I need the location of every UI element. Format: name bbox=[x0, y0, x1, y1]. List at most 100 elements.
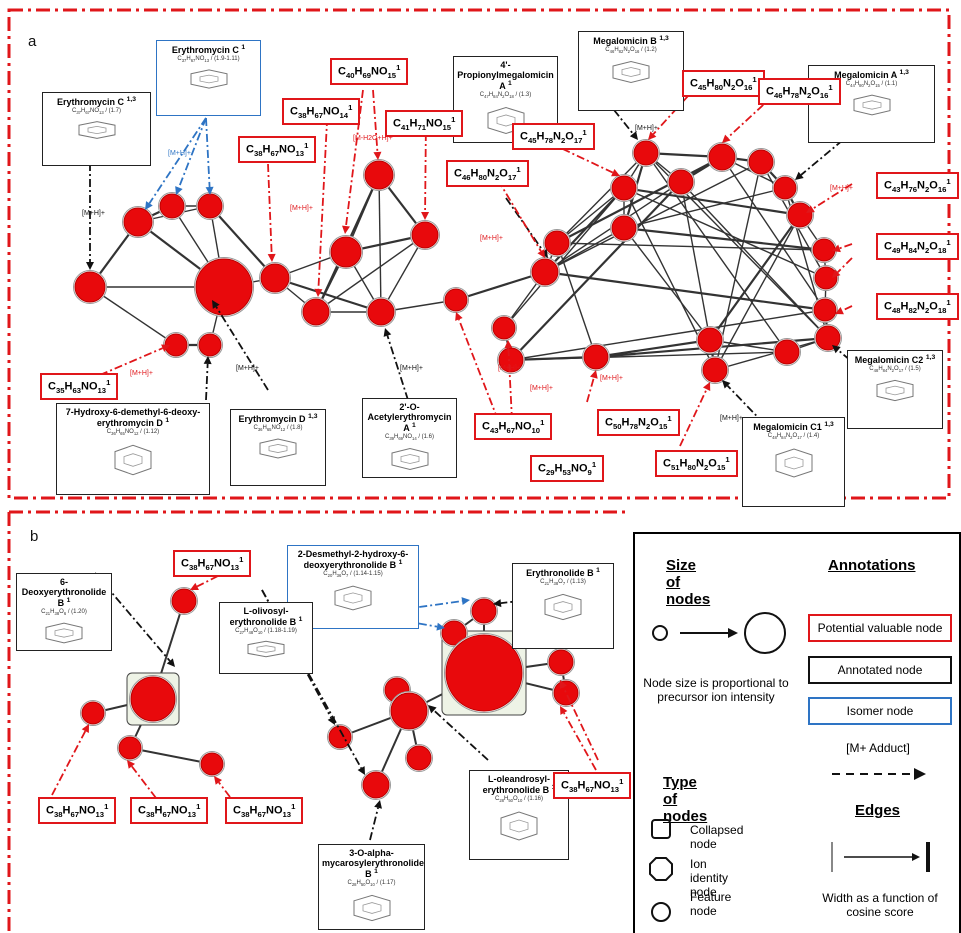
formula-box-f8[interactable]: C46H80N2O171 bbox=[446, 160, 529, 187]
formula-box-f12[interactable]: C35H63NO131 bbox=[40, 373, 119, 400]
legend-ion-identity-node: Ion identity node bbox=[690, 857, 729, 899]
feature-node[interactable] bbox=[611, 215, 637, 241]
feature-node[interactable] bbox=[159, 193, 185, 219]
feature-node[interactable] bbox=[200, 752, 224, 776]
feature-node[interactable] bbox=[390, 692, 428, 730]
compound-formula: C27H48O10 / (1.18-1.19) bbox=[235, 628, 297, 636]
feature-node[interactable] bbox=[748, 149, 774, 175]
feature-node[interactable] bbox=[260, 263, 290, 293]
feature-node[interactable] bbox=[195, 258, 253, 316]
feature-node[interactable] bbox=[812, 238, 836, 262]
formula-box-g2[interactable]: C38H67NO131 bbox=[38, 797, 117, 824]
feature-node[interactable] bbox=[171, 588, 197, 614]
feature-node[interactable] bbox=[130, 676, 176, 722]
feature-node[interactable] bbox=[362, 771, 390, 799]
feature-node[interactable] bbox=[328, 725, 352, 749]
feature-node[interactable] bbox=[302, 298, 330, 326]
formula-box-g4[interactable]: C38H67NO131 bbox=[225, 797, 304, 824]
compound-box-hydroxy[interactable]: 7-Hydroxy-6-demethyl-6-deoxy-erythromyci… bbox=[56, 403, 210, 495]
feature-node[interactable] bbox=[123, 207, 153, 237]
compound-name: Megalomicin B 1,3 bbox=[593, 35, 669, 46]
formula-box-f15[interactable]: C50H78N2O151 bbox=[597, 409, 680, 436]
adduct-label: [M+H]+ bbox=[130, 370, 153, 377]
formula-box-f9[interactable]: C43H76N2O161 bbox=[876, 172, 959, 199]
feature-node[interactable] bbox=[198, 333, 222, 357]
feature-node[interactable] bbox=[444, 288, 468, 312]
formula-box-f13[interactable]: C43H67NO101 bbox=[474, 413, 553, 440]
formula-box-f5[interactable]: C45H80N2O161 bbox=[682, 70, 765, 97]
formula-box-f11[interactable]: C48H82N2O181 bbox=[876, 293, 959, 320]
feature-node[interactable] bbox=[74, 271, 106, 303]
formula-box-g3[interactable]: C38H67NO131 bbox=[130, 797, 209, 824]
compound-box-oleandrosyl[interactable]: L-oleandrosyl-erythronolide B 1C28H50O10… bbox=[469, 770, 569, 860]
formula-box-f1[interactable]: C40H69NO151 bbox=[330, 58, 409, 85]
feature-node[interactable] bbox=[548, 649, 574, 675]
feature-node[interactable] bbox=[773, 176, 797, 200]
feature-node[interactable] bbox=[611, 175, 637, 201]
compound-name: 6-Deoxyerythronolide B 1 bbox=[21, 577, 107, 608]
feature-node[interactable] bbox=[492, 316, 516, 340]
feature-node[interactable] bbox=[441, 620, 467, 646]
adduct-arrow bbox=[369, 807, 379, 841]
formula-box-f16[interactable]: C51H80N2O151 bbox=[655, 450, 738, 477]
adduct-arrow-head bbox=[214, 776, 223, 785]
feature-node[interactable] bbox=[330, 236, 362, 268]
feature-node[interactable] bbox=[531, 258, 559, 286]
feature-node[interactable] bbox=[367, 298, 395, 326]
compound-formula: C20H36O7 / (1.14-1.15) bbox=[323, 571, 383, 579]
feature-node[interactable] bbox=[814, 266, 838, 290]
legend-edges-title: Edges bbox=[855, 802, 901, 819]
formula-box-f10[interactable]: C49H84N2O181 bbox=[876, 233, 959, 260]
feature-node[interactable] bbox=[702, 357, 728, 383]
formula-box-g1[interactable]: C38H67NO131 bbox=[173, 550, 252, 577]
formula-box-g5[interactable]: C38H67NO131 bbox=[553, 772, 632, 799]
feature-node[interactable] bbox=[774, 339, 800, 365]
compound-box-desmethyl[interactable]: 2-Desmethyl-2-hydroxy-6-deoxyerythronoli… bbox=[287, 545, 419, 629]
adduct-arrow-head bbox=[267, 253, 276, 262]
isomer-arrow-head bbox=[461, 597, 470, 606]
feature-node[interactable] bbox=[406, 745, 432, 771]
feature-node[interactable] bbox=[813, 298, 837, 322]
compound-formula: C28H50O10 / (1.16) bbox=[494, 796, 544, 804]
feature-node[interactable] bbox=[708, 143, 736, 171]
feature-node[interactable] bbox=[81, 701, 105, 725]
adduct-label: [M+H]+ bbox=[168, 150, 191, 157]
adduct-arrow bbox=[372, 89, 379, 153]
adduct-arrow bbox=[267, 163, 273, 255]
formula-box-f7[interactable]: C45H78N2O171 bbox=[512, 123, 595, 150]
feature-node[interactable] bbox=[787, 202, 813, 228]
structure-icon bbox=[353, 895, 390, 922]
adduct-label: [M+H]+ bbox=[830, 185, 853, 192]
formula-box-f3[interactable]: C38H67NO131 bbox=[238, 136, 317, 163]
structure-icon bbox=[775, 448, 812, 478]
feature-node[interactable] bbox=[668, 169, 694, 195]
feature-node[interactable] bbox=[411, 221, 439, 249]
structure-icon bbox=[391, 448, 428, 471]
feature-node[interactable] bbox=[445, 634, 523, 712]
formula-box-f2[interactable]: C38H67NO141 bbox=[282, 98, 361, 125]
adduct-arrow bbox=[839, 243, 853, 250]
formula-box-f14[interactable]: C29H53NO91 bbox=[530, 455, 605, 482]
feature-node[interactable] bbox=[118, 736, 142, 760]
feature-node[interactable] bbox=[471, 598, 497, 624]
feature-node[interactable] bbox=[544, 230, 570, 256]
feature-node[interactable] bbox=[633, 140, 659, 166]
feature-node[interactable] bbox=[553, 680, 579, 706]
feature-node[interactable] bbox=[197, 193, 223, 219]
formula-box-f6[interactable]: C46H78N2O161 bbox=[758, 78, 841, 105]
formula-box-f4[interactable]: C41H71NO151 bbox=[385, 110, 464, 137]
feature-node[interactable] bbox=[697, 327, 723, 353]
feature-node[interactable] bbox=[364, 160, 394, 190]
feature-node[interactable] bbox=[583, 344, 609, 370]
